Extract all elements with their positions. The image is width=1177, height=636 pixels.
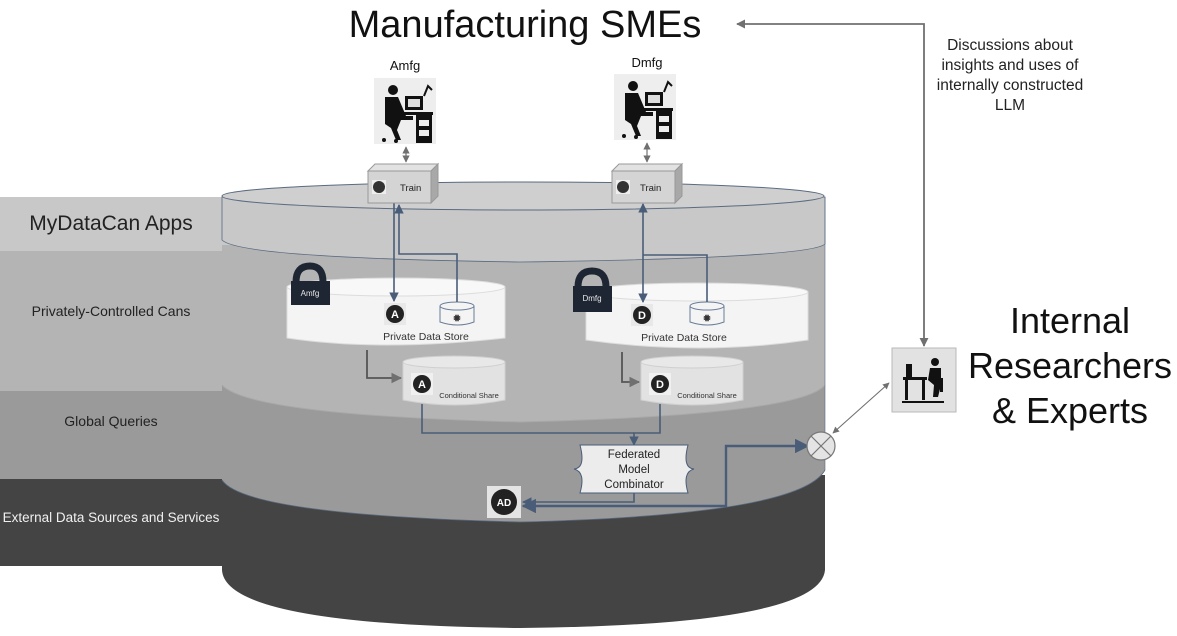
band-external — [0, 479, 240, 566]
layer-label-queries: Global Queries — [64, 413, 158, 429]
svg-text:AD: AD — [497, 498, 511, 509]
train-box-dmfg[interactable]: Train — [610, 162, 684, 205]
svg-text:✹: ✹ — [452, 313, 461, 325]
layer-label-external: External Data Sources and Services — [2, 510, 220, 525]
researchers-title: Internal Researchers & Experts — [967, 300, 1173, 431]
combinator-line-3: Combinator — [604, 479, 664, 491]
researcher-at-desk-icon[interactable] — [891, 347, 957, 413]
svg-text:A: A — [391, 309, 399, 321]
brain-share-icon-d — [651, 375, 669, 393]
share-label-dmfg: Conditional Share — [677, 391, 737, 400]
train-label-dmfg: Train — [640, 183, 661, 194]
band-queries — [0, 391, 240, 479]
org-name-dmfg: Dmfg — [631, 55, 662, 70]
svg-text:D: D — [656, 379, 664, 391]
lock-icon-dmfg: Dmfg — [573, 267, 612, 312]
conditional-share-dmfg[interactable]: D Conditional Share — [640, 355, 744, 406]
train-label-amfg: Train — [400, 183, 421, 194]
brain-model-icon-d: D — [631, 304, 653, 326]
lock-icon-amfg: Amfg — [291, 262, 330, 305]
layer-label-apps: MyDataCan Apps — [29, 212, 193, 235]
discussion-note: Discussions about insights and uses of i… — [936, 37, 1084, 114]
share-label-amfg: Conditional Share — [439, 391, 499, 400]
junction-circle-x-icon — [806, 431, 836, 461]
brain-share-icon-a — [413, 375, 431, 393]
conditional-share-amfg[interactable]: A Conditional Share — [402, 355, 506, 406]
lock-label-amfg: Amfg — [301, 289, 320, 298]
svg-text:A: A — [418, 379, 426, 391]
layer-label-cans: Privately-Controlled Cans — [31, 303, 191, 319]
apps-top-ellipse — [221, 181, 825, 211]
lock-label-dmfg: Dmfg — [582, 294, 601, 303]
combinator-line-1: Federated — [608, 449, 660, 461]
store-label-amfg: Private Data Store — [383, 331, 469, 343]
store-label-dmfg: Private Data Store — [641, 332, 727, 344]
combined-model-brain-icon: AD — [487, 486, 521, 518]
operator-at-desk-icon-amfg[interactable] — [374, 78, 436, 144]
brain-icon-train-amfg — [373, 181, 385, 193]
band-apps — [0, 197, 240, 251]
svg-text:D: D — [638, 310, 646, 322]
band-cans — [0, 251, 240, 391]
org-name-amfg: Amfg — [390, 58, 420, 73]
svg-text:✹: ✹ — [702, 313, 711, 325]
manufacturing-smes-title: Manufacturing SMEs — [348, 4, 702, 46]
database-gear-icon-dmfg: ✹ — [689, 301, 725, 326]
train-box-amfg[interactable]: Train — [366, 162, 440, 205]
brain-model-icon-a: A — [384, 303, 406, 325]
database-gear-icon-amfg: ✹ — [439, 301, 475, 326]
operator-at-desk-icon-dmfg[interactable] — [614, 74, 676, 140]
brain-icon-train-dmfg — [617, 181, 629, 193]
combinator-line-2: Model — [618, 464, 649, 476]
federated-model-combinator[interactable]: Federated Model Combinator — [573, 444, 695, 494]
